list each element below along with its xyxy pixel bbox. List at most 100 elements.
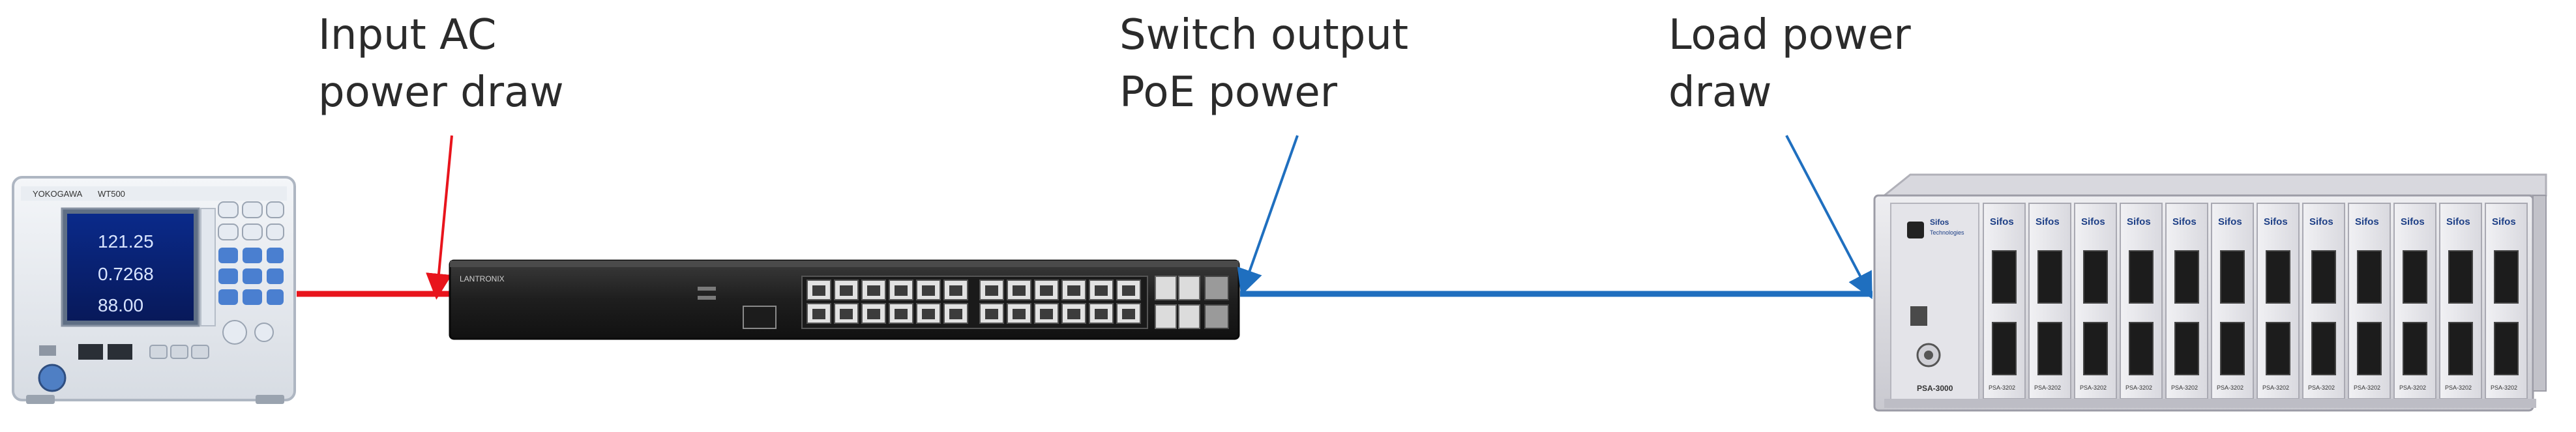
psa-card-port [2494, 250, 2519, 304]
psa-card-model: PSA-3202 [2217, 384, 2243, 391]
switch-port-socket [840, 285, 853, 296]
psa-card-brand: Sifos [2355, 216, 2379, 227]
switch-output-poe-label: Switch output PoE power [1119, 7, 1408, 121]
switch-port-socket [1040, 309, 1053, 319]
meter-brand-label: YOKOGAWA [33, 189, 83, 199]
meter-reading-current: 0.7268 [98, 264, 154, 284]
psa-card-port [2129, 322, 2154, 375]
switch-port-socket [867, 285, 880, 296]
switch-port-socket [895, 285, 908, 296]
load-power-label-line1: Load power [1668, 11, 1911, 59]
meter-screen [67, 214, 194, 321]
psa-card-port [1992, 250, 2017, 304]
psa-card-port [2174, 250, 2199, 304]
switch-brand-label: LANTRONIX [460, 274, 505, 283]
psa-card-model: PSA-3202 [2171, 384, 2198, 391]
switch-port-socket [922, 309, 935, 319]
switch-rj45-port [1089, 280, 1114, 300]
psa-card-port [2083, 322, 2108, 375]
psa-card-port [2083, 250, 2108, 304]
meter-reading-power: 88.00 [98, 295, 143, 315]
switch-output-label-line1: Switch output [1119, 11, 1409, 59]
load-power-label-line2: draw [1668, 68, 1772, 117]
switch-rj45-port [889, 303, 913, 324]
meter-keypad [218, 201, 284, 345]
switch-output-label-line2: PoE power [1119, 68, 1338, 117]
switch-port-socket [1122, 285, 1135, 296]
psa-card-port [2037, 250, 2062, 304]
psa-card-brand: Sifos [2492, 216, 2516, 227]
meter-model-label: WT500 [98, 189, 125, 199]
switch-ports [807, 280, 1141, 324]
switch-rj45-port [889, 280, 913, 300]
psa-card-model: PSA-3202 [2354, 384, 2380, 391]
chassis-control-panel: Sifos Technologies PSA-3000 [1890, 203, 1979, 405]
poe-network-switch: LANTRONIX [449, 259, 1240, 340]
psa-card-port [2220, 322, 2245, 375]
switch-rj45-port [916, 280, 941, 300]
psa-card-brand: Sifos [2218, 216, 2242, 227]
switch-rj45-port [807, 280, 831, 300]
psa-card-brand: Sifos [2081, 216, 2105, 227]
psa-card-brand: Sifos [2401, 216, 2425, 227]
psa-card-model: PSA-3202 [2034, 384, 2061, 391]
switch-port-socket [1095, 285, 1108, 296]
psa-card-brand: Sifos [2264, 216, 2288, 227]
psa-card-brand: Sifos [2127, 216, 2151, 227]
switch-port-socket [1122, 309, 1135, 319]
input-ac-label-line2: power draw [318, 68, 564, 117]
power-analyzer-device: YOKOGAWA WT500 121.25 0.7268 88.00 [12, 176, 296, 404]
switch-port-socket [1095, 309, 1108, 319]
load-power-draw-label: Load power draw [1668, 7, 1911, 121]
meter-front-panel-controls [38, 344, 209, 392]
psa-card-model: PSA-3202 [2080, 384, 2107, 391]
psa-card-port [2448, 250, 2473, 304]
switch-port-socket [949, 309, 962, 319]
psa-card-brand: Sifos [2036, 216, 2060, 227]
chassis-brand-logo: Sifos [1930, 218, 1949, 227]
switch-port-socket [949, 285, 962, 296]
psa-card-brand: Sifos [2172, 216, 2197, 227]
switch-port-socket [922, 285, 935, 296]
psa-card-port [2311, 322, 2336, 375]
psa-card-port [2494, 322, 2519, 375]
psa-card-port [2220, 250, 2245, 304]
psa-card-port [2266, 250, 2290, 304]
switch-port-socket [1040, 285, 1053, 296]
switch-port-socket [1013, 285, 1026, 296]
input-ac-power-label: Input AC power draw [318, 7, 564, 121]
poe-load-chassis: Sifos Technologies PSA-3000 SifosPSA-320… [1873, 173, 2547, 412]
switch-port-socket [1013, 309, 1026, 319]
meter-reading-voltage: 121.25 [98, 231, 154, 252]
input-ac-pointer-arrow [426, 135, 453, 300]
psa-card-model: PSA-3202 [2445, 384, 2472, 391]
psa-card-model: PSA-3202 [2491, 384, 2517, 391]
psa-card-port [2357, 250, 2382, 304]
psa-card-brand: Sifos [2446, 216, 2470, 227]
psa-card-model: PSA-3202 [1989, 384, 2015, 391]
switch-port-socket [1067, 285, 1080, 296]
psa-card-port [2311, 250, 2336, 304]
psa-card-port [2448, 322, 2473, 375]
switch-rj45-port [807, 303, 831, 324]
psa-card-port [1992, 322, 2017, 375]
psa-card-port [2357, 322, 2382, 375]
switch-port-socket [895, 309, 908, 319]
load-power-pointer-arrow [1785, 135, 1873, 300]
switch-rj45-port [1089, 303, 1114, 324]
input-ac-label-line1: Input AC [318, 11, 497, 59]
switch-port-socket [812, 285, 825, 296]
psa-card-brand: Sifos [1990, 216, 2014, 227]
psa-card-port [2129, 250, 2154, 304]
psa-card-model: PSA-3202 [2399, 384, 2426, 391]
switch-rj45-port [979, 280, 1004, 300]
chassis-model-label: PSA-3000 [1917, 384, 1953, 393]
psa-card-brand: Sifos [2309, 216, 2333, 227]
psa-card-port [2266, 322, 2290, 375]
switch-port-socket [985, 309, 998, 319]
switch-port-socket [867, 309, 880, 319]
psa-card-port [2174, 322, 2199, 375]
psa-card-port [2037, 322, 2062, 375]
